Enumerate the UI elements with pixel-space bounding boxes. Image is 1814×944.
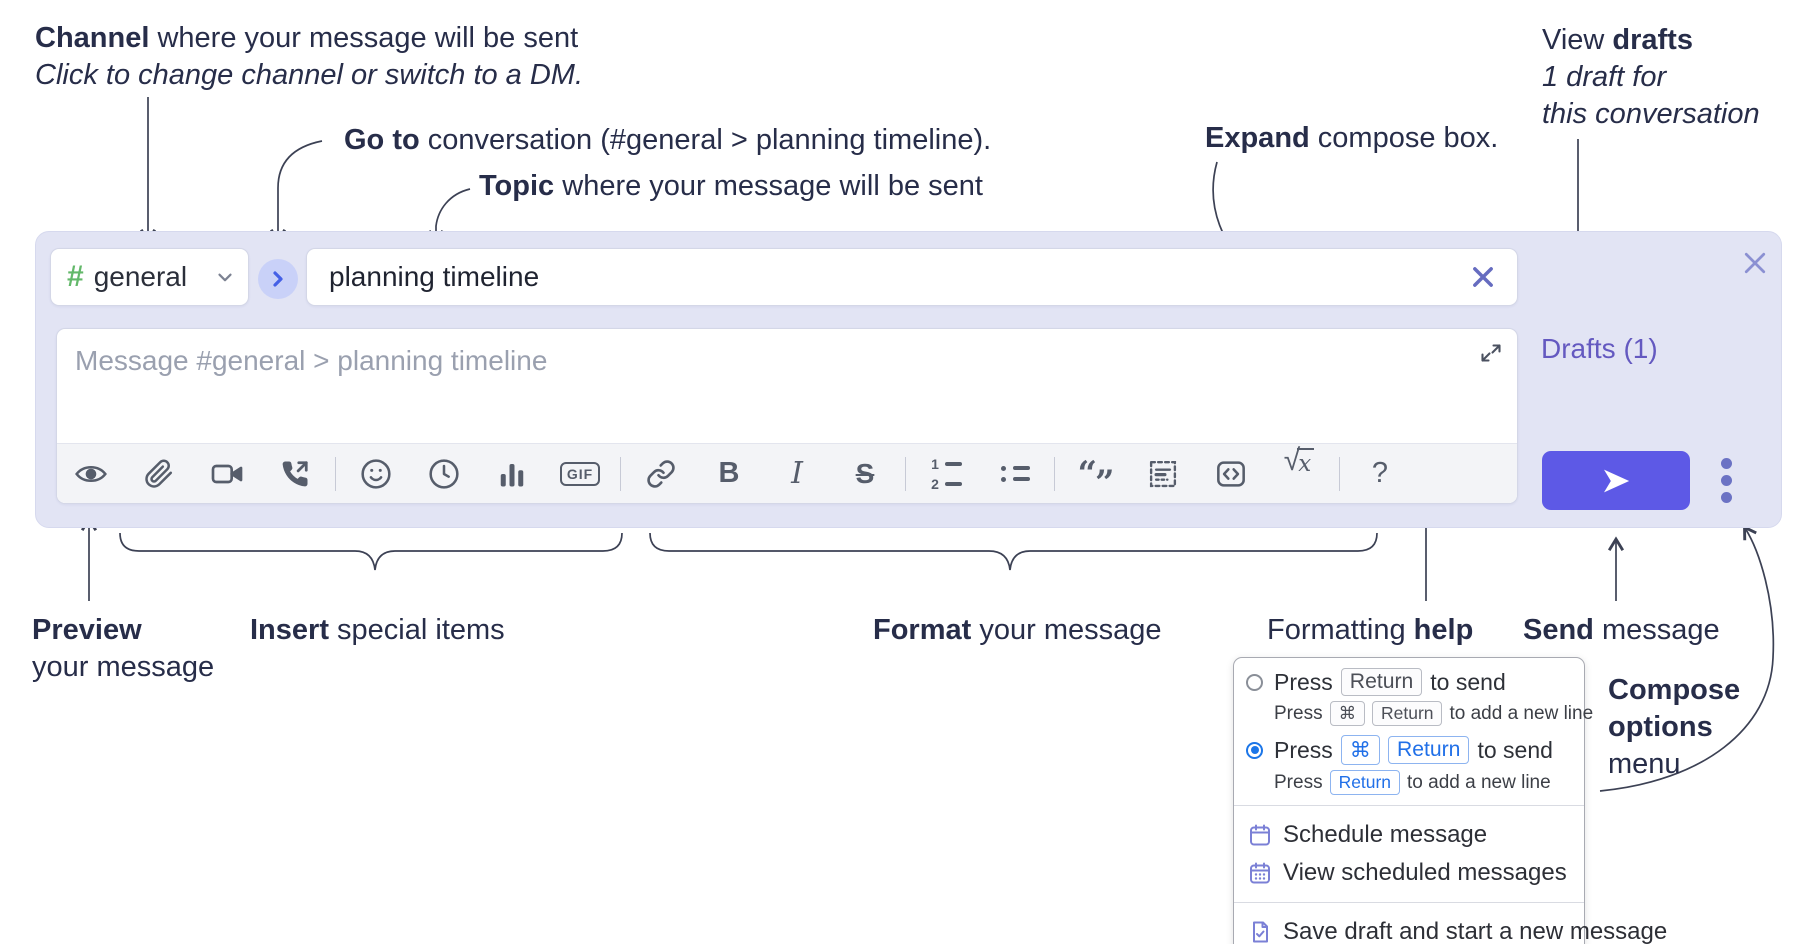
close-x-icon <box>1744 252 1766 274</box>
key-return: Return <box>1387 736 1470 764</box>
option-cmd-return-to-send[interactable]: Press ⌘ Return to send <box>1246 735 1572 765</box>
clear-x-icon <box>1473 267 1493 287</box>
radio-selected-icon[interactable] <box>1246 741 1263 759</box>
close-compose-button[interactable] <box>1738 246 1772 280</box>
video-call-icon[interactable] <box>193 444 261 503</box>
key-return: Return <box>1329 770 1401 795</box>
toolbar-divider <box>905 456 906 491</box>
preview-icon[interactable] <box>57 444 125 503</box>
option-return-subtext: Press ⌘ Return to add a new line <box>1274 701 1593 726</box>
popup-divider <box>1234 805 1584 806</box>
clear-topic-button[interactable] <box>1467 261 1499 293</box>
attach-file-icon[interactable] <box>125 444 193 503</box>
dot-icon <box>1720 492 1732 503</box>
expand-compose-button[interactable] <box>1477 339 1505 367</box>
channel-hash-icon: # <box>67 260 84 293</box>
gif-icon[interactable]: GIF <box>546 444 614 503</box>
spoiler-icon[interactable] <box>1129 444 1197 503</box>
annotation-insert: Insert special items <box>250 614 505 646</box>
message-input[interactable] <box>57 329 1517 445</box>
topic-input[interactable] <box>307 261 1459 293</box>
radio-unselected-icon[interactable] <box>1246 673 1263 691</box>
annotation-channel-subtext: Click to change channel or switch to a D… <box>35 59 584 91</box>
toolbar-divider <box>620 456 621 491</box>
key-cmd: ⌘ <box>1329 701 1366 726</box>
chevron-right-icon <box>266 267 290 291</box>
message-box: GIF B I S 1 2 <box>56 328 1518 504</box>
annotation-send: Send message <box>1523 614 1720 646</box>
voice-call-icon[interactable] <box>261 444 329 503</box>
compose-box: # general Drafts (1) <box>35 231 1782 528</box>
code-icon[interactable] <box>1197 444 1265 503</box>
calendar-dots-icon <box>1248 861 1272 885</box>
annotation-format: Format your message <box>873 614 1162 646</box>
compose-options-popup: Press Return to send Press ⌘ Return to a… <box>1233 657 1667 944</box>
toolbar-divider <box>1339 456 1340 491</box>
drafts-link[interactable]: Drafts (1) <box>1541 333 1658 364</box>
file-check-icon <box>1248 920 1272 944</box>
poll-icon[interactable] <box>478 444 546 503</box>
annotation-formatting-help: Formatting help <box>1267 614 1474 646</box>
toolbar-divider <box>335 456 336 491</box>
option-cmd-return-subtext: Press Return to add a new line <box>1274 770 1572 795</box>
topic-input-box <box>306 248 1518 306</box>
quote-icon[interactable]: “” <box>1061 444 1129 503</box>
annotation-topic: Topic where your message will be sent <box>479 170 983 202</box>
expand-diagonal-icon <box>1481 344 1501 362</box>
strikethrough-icon[interactable]: S <box>831 444 899 503</box>
option-return-to-send[interactable]: Press Return to send <box>1246 668 1572 696</box>
annotation-preview: Preview your message <box>32 614 215 683</box>
channel-name: general <box>93 261 188 292</box>
key-return: Return <box>1340 668 1423 696</box>
popup-divider <box>1234 902 1584 903</box>
bold-icon[interactable]: B <box>695 444 763 503</box>
link-icon[interactable] <box>627 444 695 503</box>
italic-icon[interactable]: I <box>763 444 831 503</box>
emoji-icon[interactable] <box>342 444 410 503</box>
dot-icon <box>1720 475 1732 486</box>
calendar-icon <box>1248 823 1272 847</box>
send-button[interactable] <box>1542 451 1690 510</box>
chevron-down-icon <box>214 266 236 288</box>
send-arrow-icon <box>1604 469 1630 492</box>
annotation-expand: Expand compose box. <box>1205 122 1499 154</box>
math-icon[interactable]: √x <box>1265 444 1333 503</box>
compose-options-menu-button[interactable] <box>1712 451 1740 510</box>
go-to-conversation-button[interactable] <box>258 259 298 299</box>
key-cmd: ⌘ <box>1340 735 1380 765</box>
annotation-view-drafts: View drafts 1 draft for this conversatio… <box>1542 24 1760 130</box>
menu-item-schedule-message[interactable]: Schedule message <box>1246 816 1572 854</box>
annotation-compose-options: Compose options menu <box>1608 674 1741 780</box>
menu-item-save-draft[interactable]: Save draft and start a new message <box>1246 913 1667 944</box>
key-return: Return <box>1372 701 1443 726</box>
channel-selector[interactable]: # general <box>50 248 249 306</box>
toolbar-divider <box>1054 456 1055 491</box>
numbered-list-icon[interactable]: 1 2 <box>912 444 980 503</box>
dot-icon <box>1720 458 1732 469</box>
bulleted-list-icon[interactable] <box>980 444 1048 503</box>
annotation-goto: Go to conversation (#general > planning … <box>344 124 992 156</box>
global-time-icon[interactable] <box>410 444 478 503</box>
compose-toolbar: GIF B I S 1 2 <box>57 443 1517 503</box>
menu-item-view-scheduled[interactable]: View scheduled messages <box>1246 854 1572 892</box>
annotation-channel-bold: Channel <box>35 22 150 54</box>
annotation-channel: Channel where your message will be sent … <box>35 20 583 94</box>
formatting-help-icon[interactable]: ? <box>1346 444 1414 503</box>
